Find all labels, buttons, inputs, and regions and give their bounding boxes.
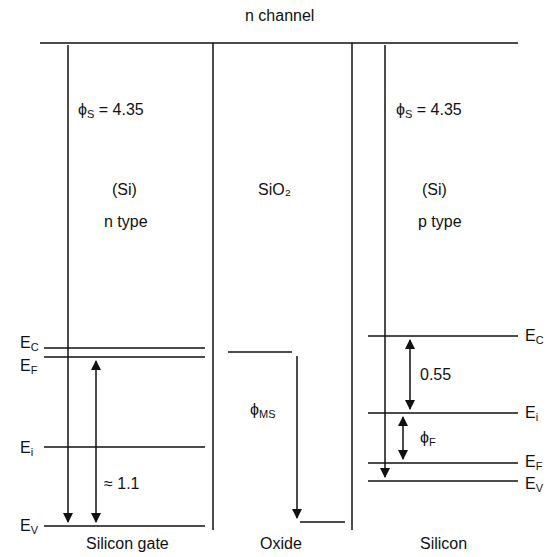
doping-label: p type: [418, 212, 462, 231]
band-label: EV: [20, 516, 38, 535]
band-label: EF: [525, 452, 542, 471]
gap-value: ≈ 1.1: [104, 474, 139, 493]
material-label: (Si): [422, 180, 447, 199]
top-label: n channel: [245, 6, 314, 25]
work-function: ϕS = 4.35: [78, 100, 144, 119]
band-label: EV: [525, 474, 543, 493]
doping-label: n type: [104, 212, 148, 231]
band-label: EC: [525, 326, 544, 345]
material-label: (Si): [112, 180, 137, 199]
potential-label: ϕF: [420, 428, 436, 447]
region-label: Oxide: [260, 534, 302, 553]
band-label: Ei: [525, 403, 538, 422]
band-label: Ei: [20, 438, 33, 457]
region-label: Silicon gate: [86, 534, 169, 553]
potential-label: ϕMS: [250, 400, 275, 419]
material-label: SiO₂: [258, 180, 291, 199]
energy-value: 0.55: [420, 365, 451, 384]
region-label: Silicon: [420, 534, 467, 553]
work-function: ϕS = 4.35: [396, 100, 462, 119]
band-label: EC: [20, 333, 39, 352]
band-label: EF: [20, 356, 37, 375]
